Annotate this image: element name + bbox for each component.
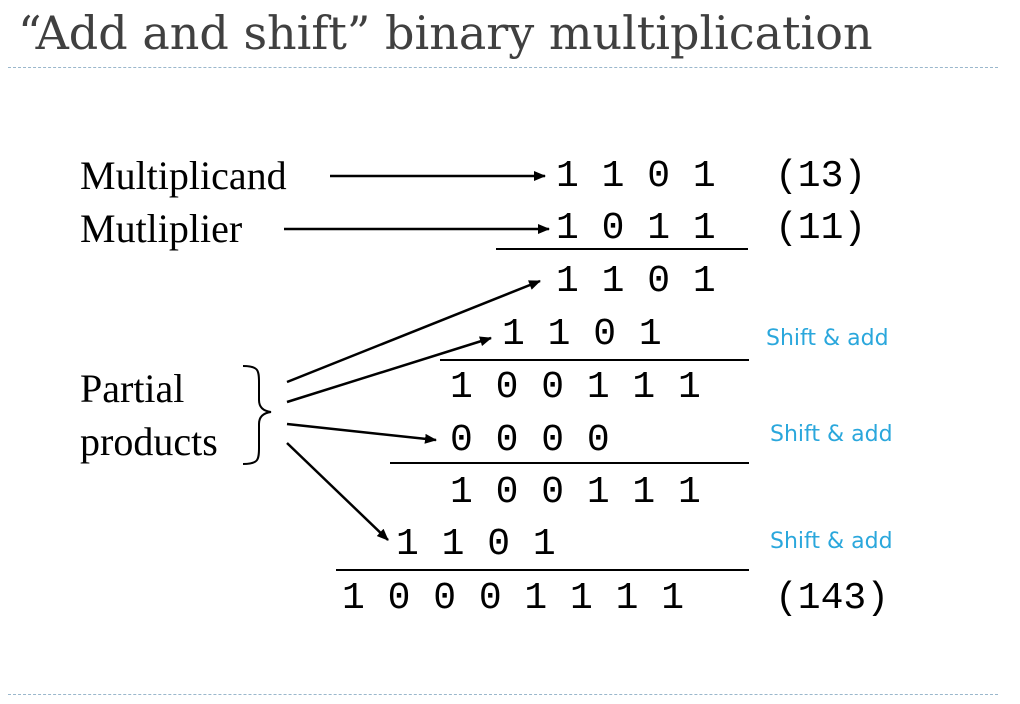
running-sum-2: 1 0 0 1 1 1 [450,471,701,514]
partial-product-2: 1 1 0 1 [502,313,662,356]
partial-product-4: 1 1 0 1 [396,523,556,566]
sum-rule-1 [440,359,749,361]
partial-arrow-2 [286,336,492,404]
underline-rule [496,248,748,250]
partial-product-3: 0 0 0 0 [450,419,610,462]
page-title: “Add and shift” binary multiplication [18,6,873,60]
shift-add-note-3: Shift & add [770,529,893,554]
partial-products-label-line2: products [80,419,218,464]
partial-products-label-line1: Partial [80,366,185,411]
partial-arrow-4 [286,442,389,541]
multiplier-digits: 1 0 1 1 [556,207,716,250]
footer-divider [8,694,998,695]
sum-rule-3 [336,569,749,571]
multiplicand-label: Multiplicand [80,153,287,198]
multiplicand-digits: 1 1 0 1 [556,155,716,198]
sum-rule-2 [390,462,749,464]
partial-arrow-3 [286,422,437,444]
multiplicand-decimal: (13) [775,155,867,198]
shift-add-note-2: Shift & add [770,422,893,447]
shift-add-note-1: Shift & add [766,326,889,351]
multiplier-label: Mutliplier [80,206,243,251]
multiplier-decimal: (11) [775,207,867,250]
running-sum-1: 1 0 0 1 1 1 [450,366,701,409]
brace-icon [242,365,272,465]
title-divider [8,67,998,68]
final-product-digits: 1 0 0 0 1 1 1 1 [342,577,685,620]
partial-product-1: 1 1 0 1 [556,260,716,303]
partial-arrow-1 [286,279,541,384]
final-product-decimal: (143) [775,577,890,620]
